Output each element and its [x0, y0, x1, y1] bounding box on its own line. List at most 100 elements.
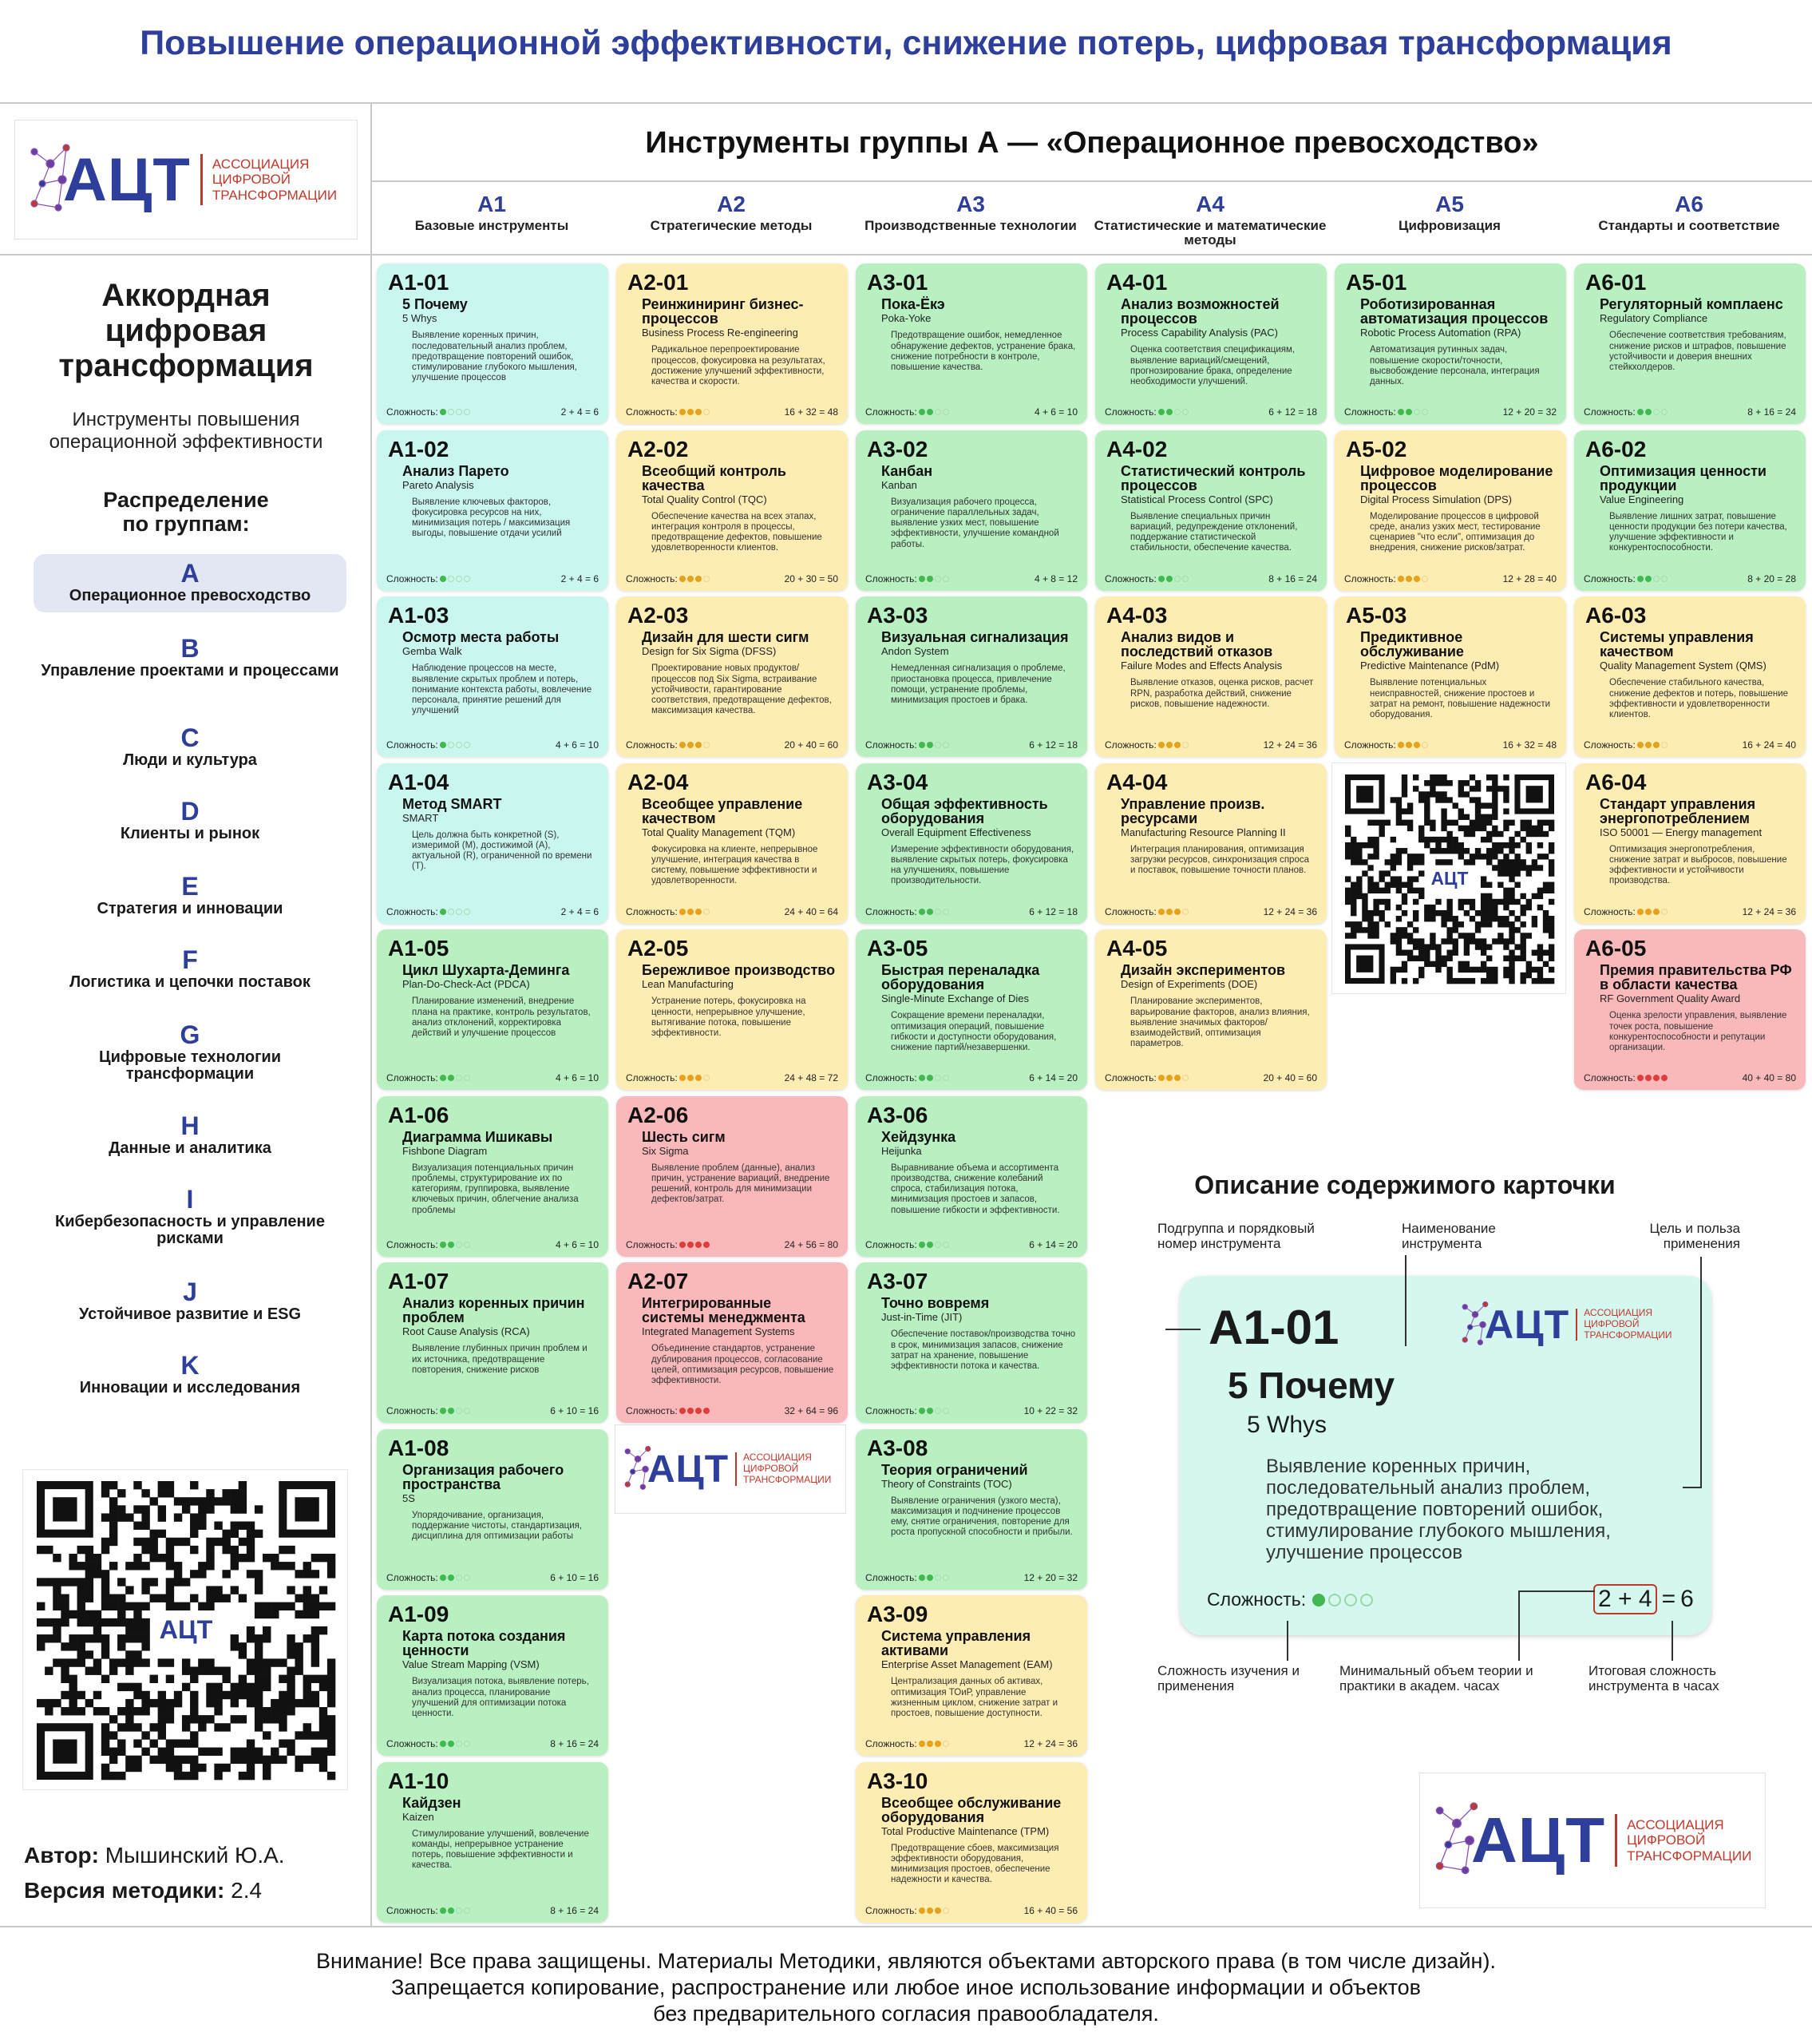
group-letter: E	[181, 872, 199, 901]
card-footer: Сложность:20 + 40 = 60	[1105, 1072, 1317, 1083]
card-complexity: Сложность:	[865, 1738, 949, 1749]
column-name: Производственные технологии	[864, 218, 1077, 233]
card-description: Измерение эффективности оборудования, вы…	[891, 844, 1074, 886]
card-subtitle: Single-Minute Exchange of Dies	[881, 992, 1029, 1004]
card-name: Стандарт управления энергопотреблением	[1600, 795, 1756, 826]
card-description: Проектирование новых продуктов/ процессо…	[651, 664, 832, 716]
complexity-dots-icon	[1396, 739, 1428, 751]
card-name: Всеобщее управление качеством	[642, 795, 803, 826]
card-formula: 4 + 6 = 10	[555, 739, 599, 751]
complexity-dots-icon	[1157, 739, 1189, 751]
complexity-dots-icon	[438, 1905, 470, 1916]
card-subtitle: Business Process Re-engineering	[642, 327, 798, 339]
complexity-dots-icon	[1157, 573, 1189, 584]
card-complexity: Сложность:	[386, 1905, 470, 1916]
card-description: Выравнивание объема и ассортимента произ…	[891, 1163, 1060, 1215]
card-description: Оценка соответствия спецификациям, выявл…	[1130, 345, 1296, 386]
card-subtitle: Kaizen	[402, 1810, 434, 1823]
version-line: Версия методики: 2.4	[24, 1878, 263, 1903]
column-name: Базовые инструменты	[414, 218, 569, 233]
card-subtitle: Regulatory Compliance	[1600, 312, 1708, 324]
card-subtitle: Plan-Do-Check-Act (PDCA)	[402, 978, 530, 990]
card-formula: 6 + 12 = 18	[1029, 739, 1078, 751]
card-formula: 2 + 4 = 6	[560, 905, 599, 917]
card-complexity: Сложность:	[386, 573, 470, 584]
card-subtitle: Value Engineering	[1600, 493, 1684, 505]
card-description: Централизация данных об активах, оптимиз…	[891, 1677, 1058, 1718]
card-formula: 4 + 6 = 10	[555, 1072, 599, 1083]
card-description: Выявление специальных причин вариаций, р…	[1130, 511, 1298, 553]
card-formula: 16 + 32 = 48	[784, 406, 838, 418]
card-name: Роботизированная автоматизация процессов	[1360, 296, 1549, 327]
card-id: A2-03	[627, 603, 689, 628]
card-formula: 16 + 32 = 48	[1502, 739, 1557, 751]
complexity-dots-icon	[678, 1405, 710, 1416]
card-subtitle: Integrated Management Systems	[642, 1325, 795, 1337]
card-footer: Сложность:16 + 24 = 40	[1584, 739, 1796, 751]
card-description: Обеспечение поставок/производства точно …	[891, 1329, 1076, 1371]
card-complexity: Сложность:	[386, 906, 470, 917]
card-formula: 24 + 48 = 72	[784, 1072, 838, 1083]
card-footer: Сложность:8 + 16 = 24	[1584, 406, 1796, 418]
card-footer: Сложность:6 + 10 = 16	[386, 1572, 599, 1583]
card-id: A3-07	[867, 1269, 928, 1293]
card-formula: 12 + 24 = 36	[1023, 1738, 1078, 1749]
card-complexity: Сложность:	[1584, 739, 1668, 751]
card-complexity: Сложность:	[1584, 1072, 1668, 1083]
logo-caption: Ассоциацияцифровойтрансформации	[212, 156, 338, 203]
card-footer: Сложность:24 + 40 = 64	[626, 906, 838, 917]
card-subtitle: Total Quality Management (TQM)	[642, 826, 796, 838]
